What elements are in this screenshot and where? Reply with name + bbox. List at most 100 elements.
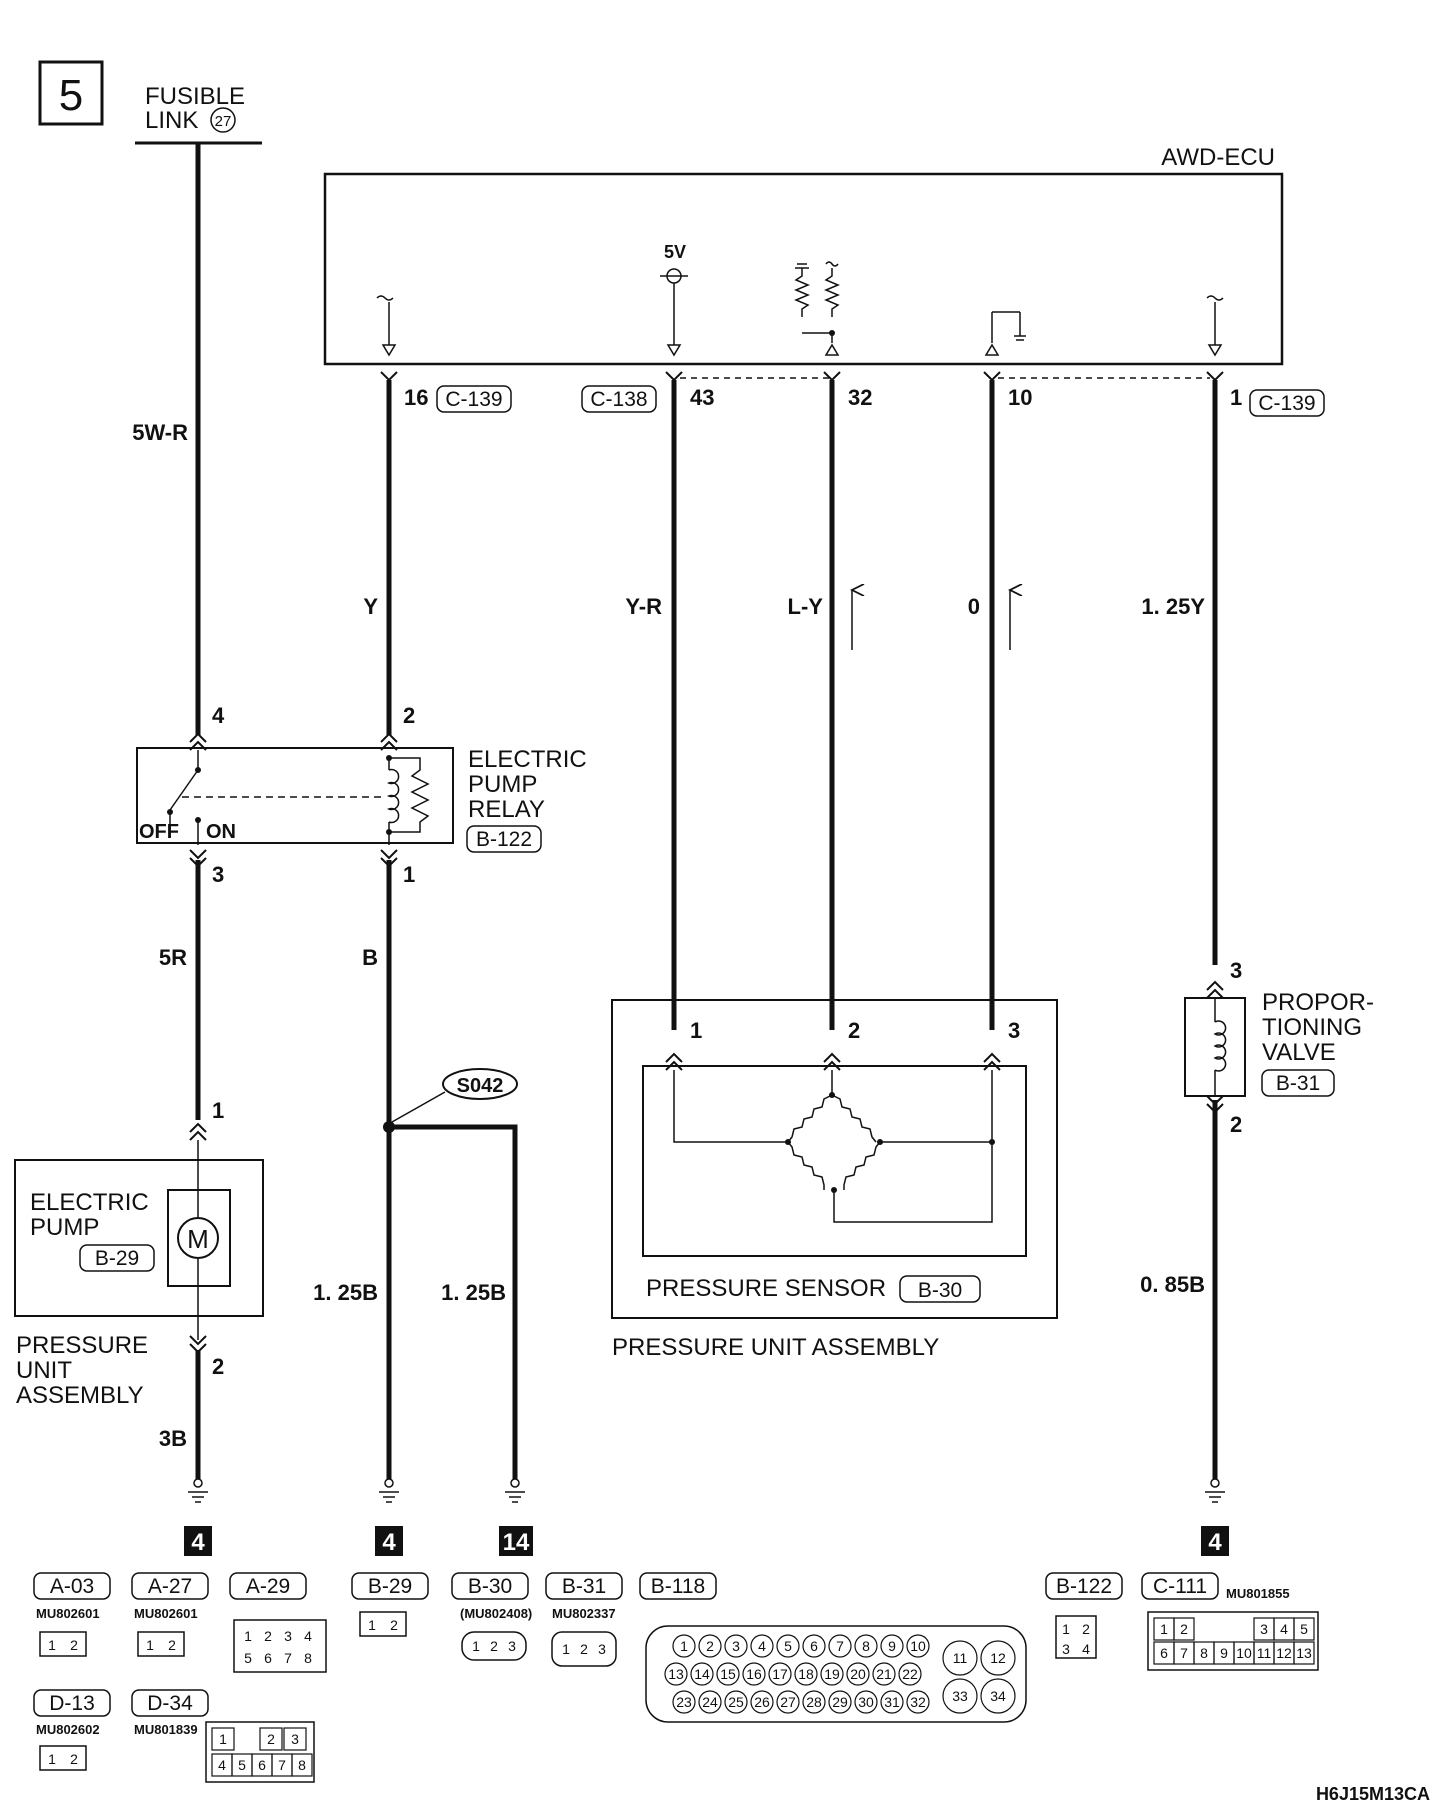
connector-a03-code: A-03	[50, 1575, 94, 1598]
grounds: 4 4 14 4	[184, 1478, 1229, 1556]
connector-b118-pin-outline	[846, 1662, 870, 1686]
relay-pin-4: 4	[212, 703, 225, 728]
connector-b118-pin-outline	[698, 1634, 722, 1658]
connector-b118-pin: 22	[902, 1666, 918, 1682]
connector-b118-pin: 14	[694, 1666, 710, 1682]
connector-a29-cell: 8	[304, 1650, 312, 1666]
connector-b118-pin: 23	[676, 1694, 692, 1710]
connector-b118-pin-outline	[776, 1634, 800, 1658]
valve-name-3: VALVE	[1262, 1039, 1336, 1066]
connector-b118-pin-outline	[698, 1690, 722, 1714]
connector-b30-cell: 1	[472, 1638, 480, 1654]
wires	[195, 143, 1218, 1480]
connector-b118-pin: 28	[806, 1694, 822, 1710]
connector-d34-pin: 5	[238, 1757, 246, 1773]
connector-d34-pin-outline	[259, 1727, 283, 1751]
sensor-pin-2: 2	[848, 1018, 860, 1043]
relay-pin-2: 2	[403, 703, 415, 728]
connector-b118-pin-outline	[828, 1634, 852, 1658]
connector-c111-pin: 10	[1236, 1645, 1252, 1661]
connector-d34-part: MU801839	[134, 1722, 198, 1737]
connector-c111-pin: 3	[1260, 1621, 1268, 1637]
connector-b118-pin-outline	[802, 1690, 826, 1714]
connector-b118-pin-outline	[942, 1678, 978, 1714]
connector-b118-pin-outline	[750, 1634, 774, 1658]
wire-color-1-25y: 1. 25Y	[1141, 594, 1205, 619]
connector-b118-pin-outline	[690, 1662, 714, 1686]
connector-b118-pin-outline	[880, 1634, 904, 1658]
connector-c111-pin: 4	[1280, 1621, 1288, 1637]
connector-b30-part: (MU802408)	[460, 1606, 532, 1621]
connector-c111-pin: 1	[1160, 1621, 1168, 1637]
connector-d34-pin: 3	[291, 1731, 299, 1747]
sensor-pin-1: 1	[690, 1018, 702, 1043]
wire-color-0: 0	[968, 594, 980, 619]
connector-b118-pin-outline	[980, 1678, 1016, 1714]
pump-assembly-2: UNIT	[16, 1357, 72, 1384]
connector-legend: A-03 MU802601 1 2 A-27 MU802601 1 2 A-29…	[33, 1572, 1319, 1783]
wire-color-3b: 3B	[159, 1426, 187, 1451]
connector-c111-pin: 11	[1257, 1645, 1272, 1661]
connector-b118-pin-outline	[768, 1662, 792, 1686]
sensor-code: B-30	[918, 1279, 962, 1302]
connector-b118-pin-outline	[854, 1634, 878, 1658]
pump-pin-2: 2	[212, 1354, 224, 1379]
connector-a03-cell: 2	[70, 1637, 78, 1653]
splice-s042: S042	[383, 1068, 518, 1133]
connector-b118-pin: 8	[862, 1638, 870, 1654]
connector-b118-pin-outline	[828, 1690, 852, 1714]
connector-b118-pin: 24	[702, 1694, 718, 1710]
connector-a27-part: MU802601	[134, 1606, 198, 1621]
connector-a29-code: A-29	[246, 1575, 290, 1598]
connector-a27-code: A-27	[148, 1575, 192, 1598]
connector-c111-pin: 7	[1180, 1645, 1188, 1661]
splice-label: S042	[457, 1075, 504, 1097]
connector-d34-pin: 6	[258, 1757, 266, 1773]
connector-b118-pin-outline	[664, 1662, 688, 1686]
connector-b118-pin: 19	[824, 1666, 840, 1682]
connector-a03-part: MU802601	[36, 1606, 100, 1621]
valve-name-2: TIONING	[1262, 1014, 1362, 1041]
connector-b118-pin-outline	[672, 1690, 696, 1714]
connector-c111-pin: 12	[1276, 1645, 1292, 1661]
awd-ecu: AWD-ECU 5V	[323, 144, 1284, 366]
connector-b122-cell: 2	[1082, 1621, 1090, 1637]
connector-b118-pin-outline	[802, 1634, 826, 1658]
connector-b118-pin: 20	[850, 1666, 866, 1682]
connector-c111-pin-outline	[1293, 1641, 1315, 1665]
connector-b118-pin-outline	[724, 1634, 748, 1658]
sensor-name: PRESSURE SENSOR	[646, 1275, 886, 1302]
connector-b29-code: B-29	[368, 1575, 412, 1598]
connector-b118-pin: 6	[810, 1638, 818, 1654]
relay-name-3: RELAY	[468, 796, 545, 823]
sensor-pin-3: 3	[1008, 1018, 1020, 1043]
page-number: 5	[59, 71, 83, 120]
connector-b118-pin: 26	[754, 1694, 770, 1710]
ecu-pin-10: 10	[1008, 385, 1032, 410]
proportioning-valve: 3 2 PROPOR- TIONING VALVE B-31	[1184, 958, 1374, 1137]
connector-b118-pin: 1	[680, 1638, 688, 1654]
fusible-link-number-circle	[210, 107, 236, 133]
connector-d34-pin: 8	[298, 1757, 306, 1773]
ground-number-2: 4	[382, 1529, 396, 1556]
connector-b118-pin: 7	[836, 1638, 844, 1654]
connector-b122-cell: 4	[1082, 1641, 1090, 1657]
ecu-pin-32: 32	[848, 385, 872, 410]
connector-c111-pin-outline	[1293, 1617, 1315, 1641]
connector-b118-pin-outline	[716, 1662, 740, 1686]
connector-c111-code: C-111	[1153, 1575, 1207, 1598]
wire-color-0-85b: 0. 85B	[1140, 1272, 1205, 1297]
motor-symbol: M	[187, 1224, 209, 1254]
pump-assembly-3: ASSEMBLY	[16, 1382, 144, 1409]
ground-number-1: 4	[191, 1529, 205, 1556]
wire-color-1-25b-b: 1. 25B	[441, 1280, 506, 1305]
connector-c111-pin: 6	[1160, 1645, 1168, 1661]
connector-b118-pin: 27	[780, 1694, 796, 1710]
connector-b118-pin-outline	[750, 1690, 774, 1714]
valve-name-1: PROPOR-	[1262, 989, 1374, 1016]
connector-b118-code: B-118	[651, 1575, 705, 1598]
connector-b118-pin-outline	[898, 1662, 922, 1686]
wire-color-y-r: Y-R	[625, 594, 662, 619]
